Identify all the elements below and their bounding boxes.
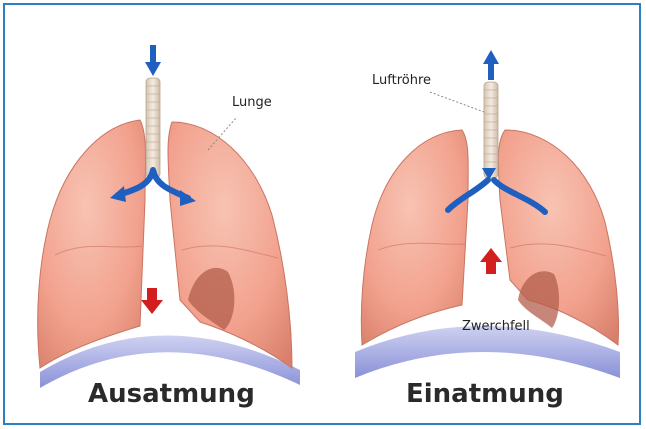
exhale-air-arrow-down-icon	[145, 45, 161, 76]
inhale-diaphragm-arrow-up-icon	[480, 248, 502, 274]
exhale-diaphragm-arrow-down-icon	[141, 288, 163, 314]
label-luftroehre: Luftröhre	[372, 73, 431, 88]
exhale-left-lung	[38, 120, 146, 368]
inhale-right-lung	[498, 130, 618, 345]
inhale-air-arrow-up-icon	[483, 50, 499, 80]
exhale-trachea	[146, 78, 160, 178]
label-zwerchfell: Zwerchfell	[462, 319, 530, 334]
caption-einatmung: Einatmung	[406, 379, 564, 409]
label-lunge: Lunge	[232, 95, 272, 110]
inhale-left-lung	[361, 130, 468, 345]
caption-ausatmung: Ausatmung	[88, 379, 255, 409]
exhale-right-lung	[168, 122, 292, 368]
